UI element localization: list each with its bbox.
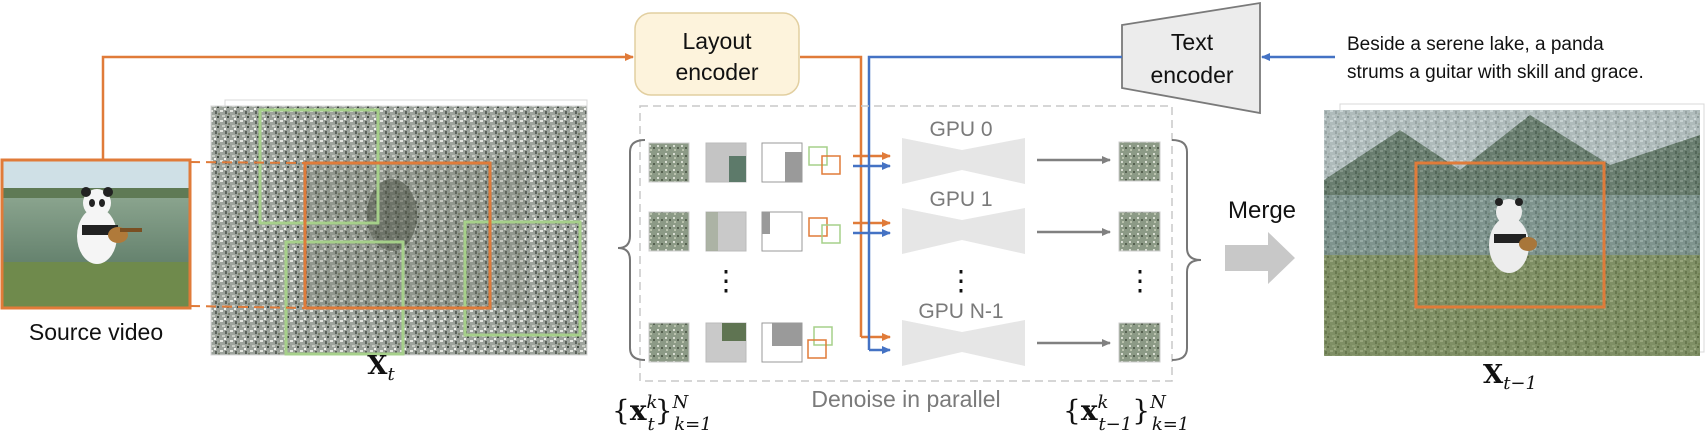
unet-shape-n [902, 320, 1025, 366]
output-patch [1118, 211, 1161, 252]
source-video-label: Source video [29, 319, 163, 345]
merge-arrow [1225, 232, 1295, 284]
source-video-thumbnail [0, 158, 192, 310]
input-brace [617, 139, 646, 361]
gpu-ellipsis: ⋮ [947, 265, 975, 296]
mask-patch [705, 322, 747, 363]
prompt-text-line2: strums a guitar with skill and grace. [1347, 62, 1644, 83]
bbox-projection-line [189, 305, 306, 309]
layout-arrow-to-encoder [101, 53, 634, 160]
xt-label: Xt [367, 351, 395, 385]
text-encoder-label-2: encoder [1150, 62, 1233, 88]
layout-patch [761, 322, 833, 363]
gpu-label-n: GPU N-1 [918, 300, 1003, 323]
unet-shape-0 [902, 138, 1025, 184]
output-patch [1118, 141, 1161, 182]
mask-patch [705, 211, 747, 252]
xt-minus-1-label: Xt−1 [1483, 360, 1537, 394]
crop-patch [648, 211, 690, 252]
output-patch [1118, 322, 1161, 363]
layout-patch [761, 142, 841, 183]
output-ellipsis: ⋮ [1126, 265, 1154, 296]
layout-patch [761, 211, 841, 252]
parallel-region [639, 105, 1173, 382]
layout-encoder-box [634, 12, 800, 96]
text-encoder-label: Text [1171, 29, 1214, 55]
gpu-label-0: GPU 0 [929, 118, 992, 141]
gpu-label-1: GPU 1 [929, 188, 992, 211]
denoise-in-parallel-label: Denoise in parallel [811, 386, 1000, 412]
prompt-text-line1: Beside a serene lake, a panda [1347, 34, 1604, 55]
text-feature-line [867, 55, 1122, 350]
unet-shape-1 [902, 208, 1025, 254]
patch-ellipsis: ⋮ [712, 265, 740, 296]
text-encoder-box [1121, 1, 1261, 115]
output-brace [1171, 139, 1202, 361]
noisy-latent-xt [210, 99, 588, 356]
layout-encoder-label: Layout [682, 28, 752, 54]
crop-patch [648, 142, 690, 183]
layout-feature-line [800, 55, 863, 337]
layout-encoder-label-2: encoder [675, 59, 758, 85]
bbox-projection-line [189, 161, 306, 164]
merge-label: Merge [1228, 197, 1296, 224]
output-latent-xt1 [1324, 103, 1705, 356]
crop-patch [648, 322, 690, 363]
mask-patch [705, 142, 747, 183]
